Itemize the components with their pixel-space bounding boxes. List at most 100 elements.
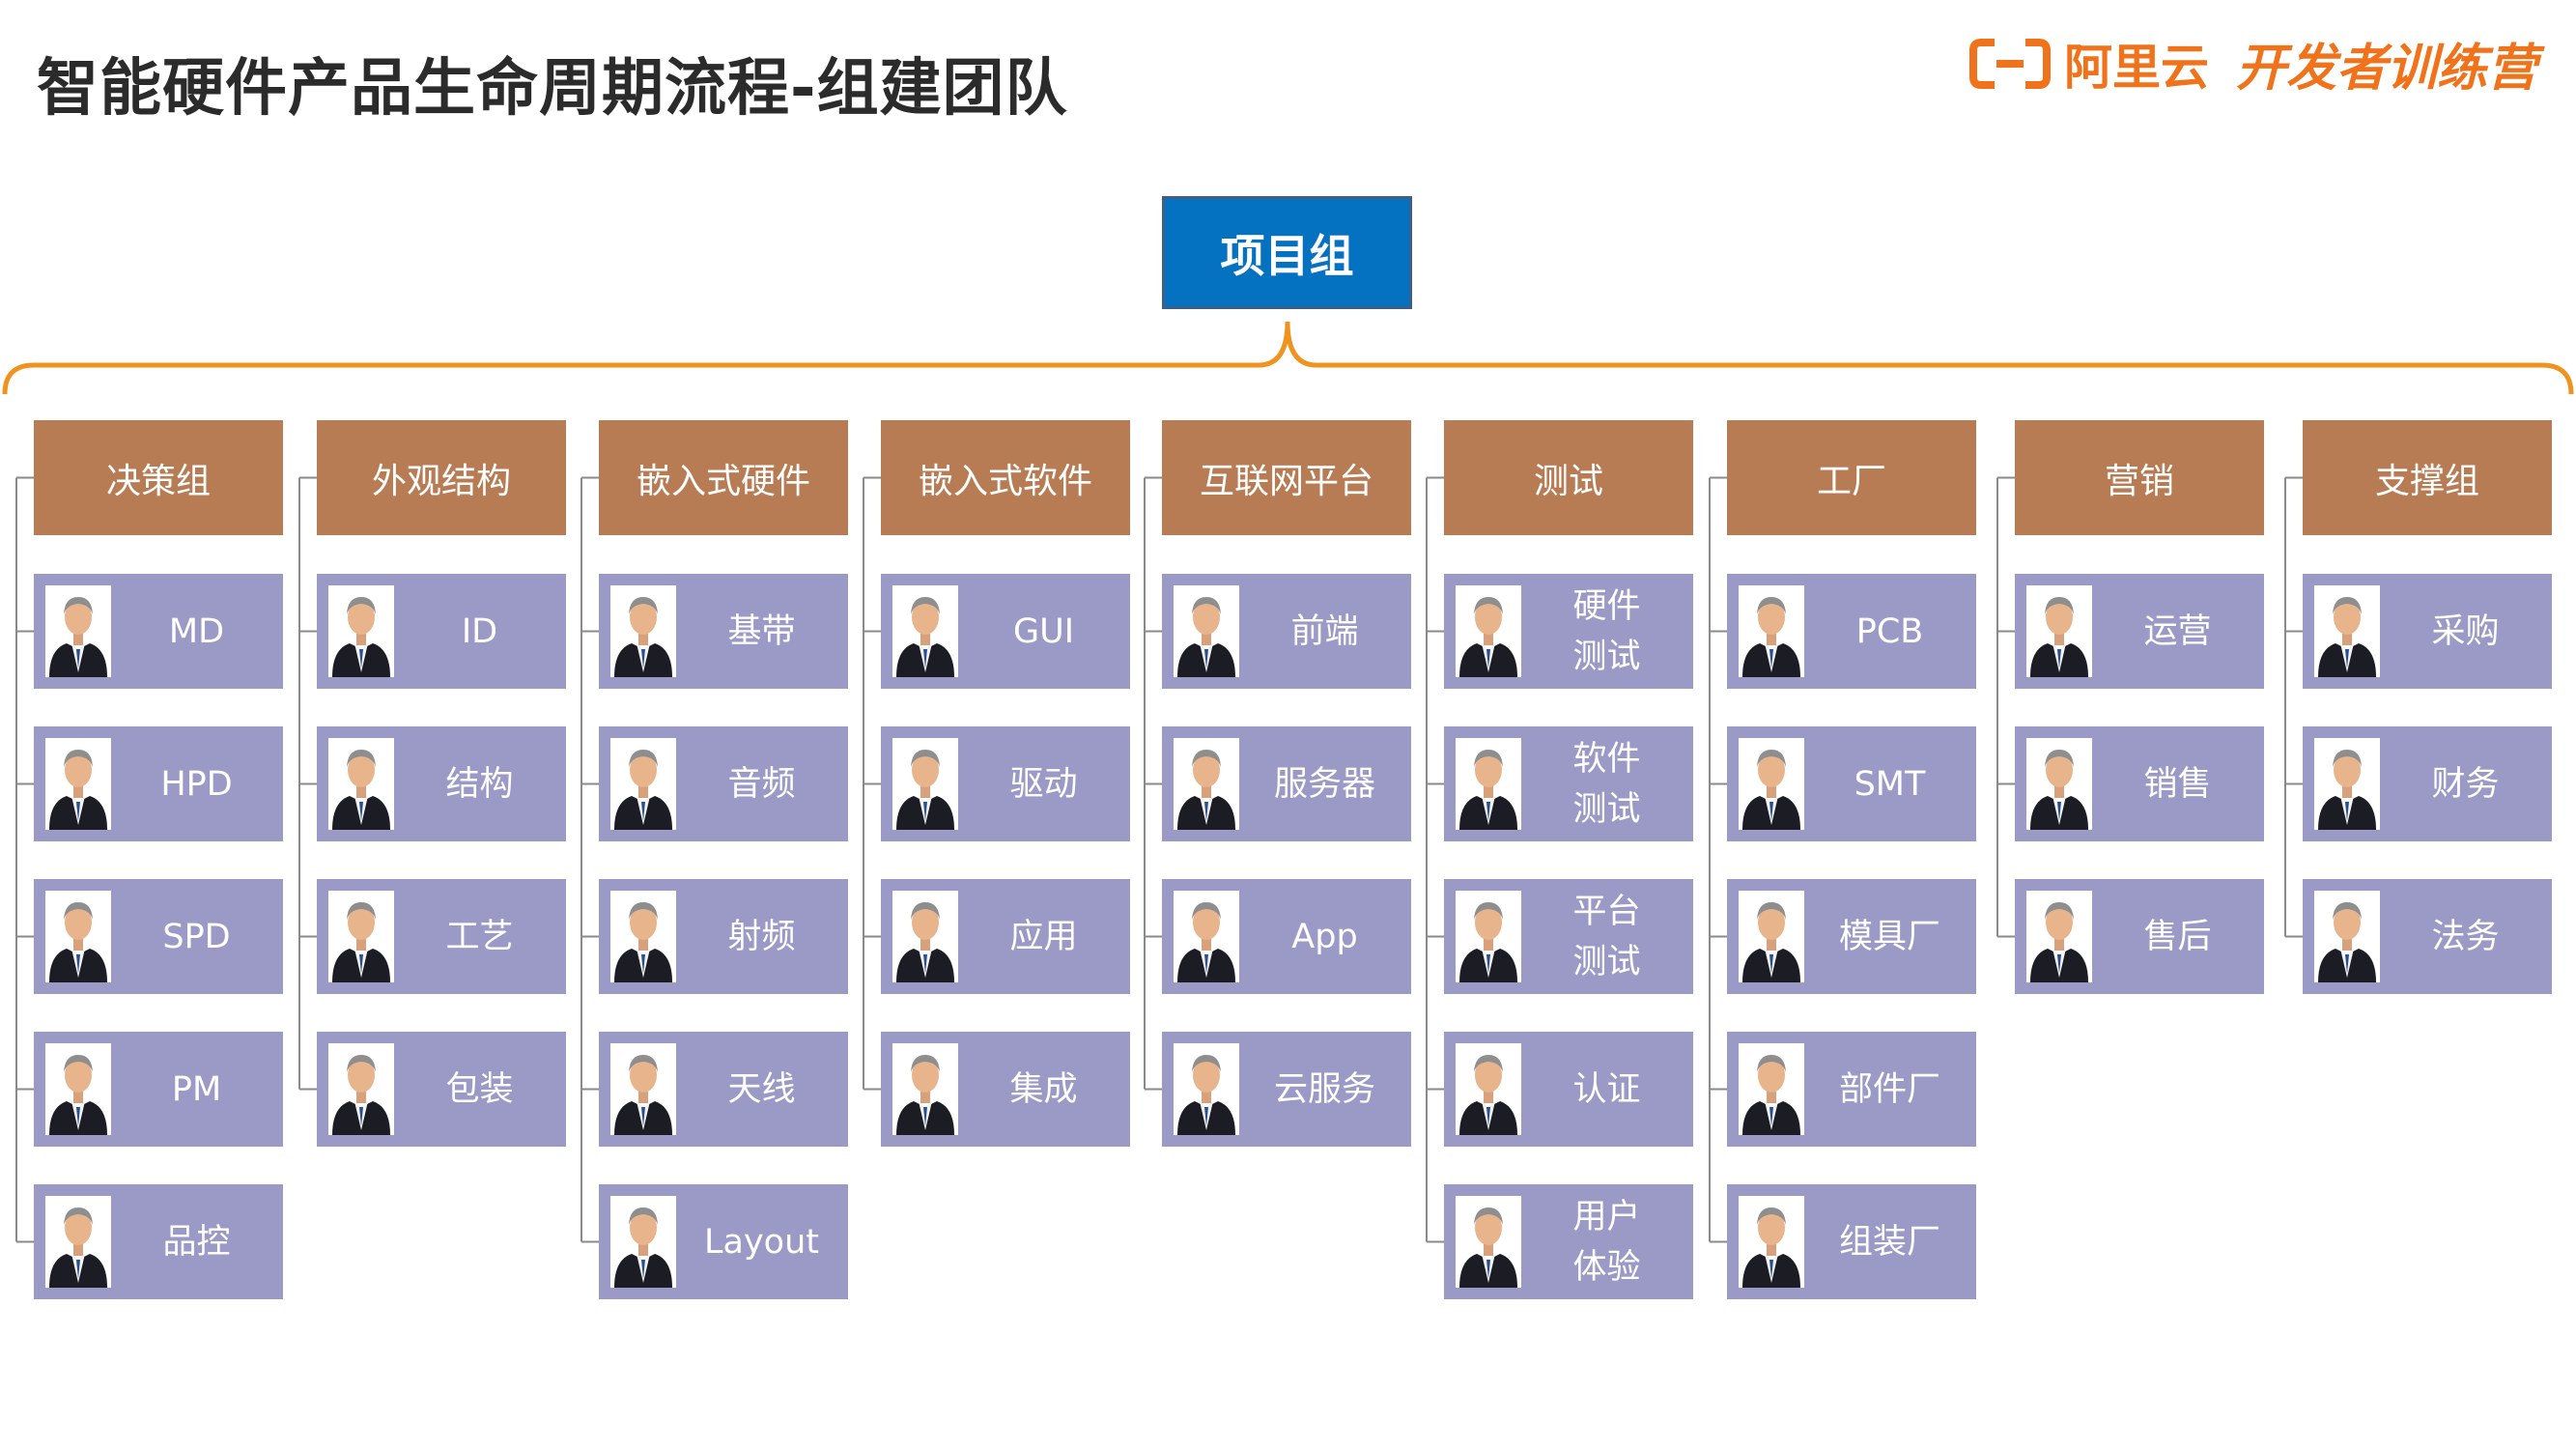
- member-label: 驱动: [1009, 764, 1078, 804]
- person-avatar-icon: [328, 1043, 394, 1135]
- member-label: 部件厂: [1838, 1069, 1940, 1109]
- member-box: MD: [34, 574, 283, 689]
- person-avatar-icon: [1174, 891, 1239, 982]
- person-avatar-icon: [1456, 585, 1521, 677]
- member-label: ID: [461, 611, 498, 651]
- member-label: 应用: [1009, 917, 1078, 956]
- department-box: 互联网平台: [1162, 420, 1411, 535]
- person-avatar-icon: [892, 585, 958, 677]
- person-avatar-icon: [610, 738, 676, 830]
- member-box: 销售: [2015, 726, 2264, 841]
- person-avatar-icon: [892, 738, 958, 830]
- member-label: Layout: [704, 1222, 819, 1262]
- person-avatar-icon: [610, 1196, 676, 1288]
- department-box: 决策组: [34, 420, 283, 535]
- member-label: MD: [168, 611, 225, 651]
- member-label: 集成: [1009, 1069, 1078, 1109]
- member-label: 采购: [2431, 611, 2500, 651]
- brand-logo: 阿里云 开发者训练营: [1968, 27, 2537, 99]
- department-box: 测试: [1444, 420, 1693, 535]
- member-label: App: [1291, 917, 1358, 956]
- member-label: 服务器: [1273, 764, 1375, 804]
- member-label: PCB: [1855, 611, 1924, 651]
- member-box: 音频: [599, 726, 848, 841]
- department-box: 外观结构: [317, 420, 566, 535]
- member-box: 采购: [2303, 574, 2552, 689]
- member-box: 品控: [34, 1184, 283, 1299]
- member-label: 组装厂: [1838, 1222, 1940, 1262]
- member-box: 服务器: [1162, 726, 1411, 841]
- person-avatar-icon: [45, 1043, 111, 1135]
- person-avatar-icon: [2026, 891, 2092, 982]
- root-node-project-group: 项目组: [1162, 196, 1412, 309]
- member-label: SPD: [162, 917, 231, 956]
- member-label: 售后: [2143, 917, 2212, 956]
- member-box: 运营: [2015, 574, 2264, 689]
- member-label: 天线: [727, 1069, 796, 1109]
- member-box: PCB: [1727, 574, 1976, 689]
- member-box: ID: [317, 574, 566, 689]
- member-box: SPD: [34, 879, 283, 994]
- person-avatar-icon: [2026, 585, 2092, 677]
- page-title: 智能硬件产品生命周期流程-组建团队: [37, 53, 1068, 125]
- member-label: 品控: [162, 1222, 231, 1262]
- member-label: 硬件 测试: [1572, 586, 1641, 676]
- member-label: 财务: [2431, 764, 2500, 804]
- member-box: 结构: [317, 726, 566, 841]
- member-box: 模具厂: [1727, 879, 1976, 994]
- member-box: App: [1162, 879, 1411, 994]
- member-label: PM: [171, 1069, 222, 1109]
- member-box: 前端: [1162, 574, 1411, 689]
- department-box: 工厂: [1727, 420, 1976, 535]
- member-box: 组装厂: [1727, 1184, 1976, 1299]
- member-box: 部件厂: [1727, 1032, 1976, 1147]
- member-label: 法务: [2431, 917, 2500, 956]
- person-avatar-icon: [2314, 738, 2380, 830]
- person-avatar-icon: [45, 585, 111, 677]
- person-avatar-icon: [1174, 1043, 1239, 1135]
- person-avatar-icon: [1456, 1043, 1521, 1135]
- person-avatar-icon: [328, 738, 394, 830]
- person-avatar-icon: [1739, 585, 1804, 677]
- person-avatar-icon: [45, 1196, 111, 1288]
- member-box: Layout: [599, 1184, 848, 1299]
- member-box: 认证: [1444, 1032, 1693, 1147]
- member-box: 软件 测试: [1444, 726, 1693, 841]
- member-label: 前端: [1290, 611, 1359, 651]
- member-label: 音频: [727, 764, 796, 804]
- person-avatar-icon: [1456, 891, 1521, 982]
- member-label: 认证: [1572, 1069, 1641, 1109]
- department-box: 嵌入式硬件: [599, 420, 848, 535]
- member-label: 软件 测试: [1572, 739, 1641, 829]
- member-label: 用户 体验: [1572, 1197, 1641, 1287]
- member-box: HPD: [34, 726, 283, 841]
- brand-name: 阿里云: [2063, 39, 2209, 96]
- person-avatar-icon: [328, 891, 394, 982]
- person-avatar-icon: [1739, 891, 1804, 982]
- member-label: 射频: [727, 917, 796, 956]
- person-avatar-icon: [1456, 1196, 1521, 1288]
- person-avatar-icon: [1739, 1043, 1804, 1135]
- member-label: 云服务: [1273, 1069, 1375, 1109]
- person-avatar-icon: [45, 738, 111, 830]
- member-box: 包装: [317, 1032, 566, 1147]
- department-box: 支撑组: [2303, 420, 2552, 535]
- person-avatar-icon: [610, 585, 676, 677]
- member-box: GUI: [881, 574, 1130, 689]
- member-box: 财务: [2303, 726, 2552, 841]
- person-avatar-icon: [2314, 891, 2380, 982]
- member-box: 应用: [881, 879, 1130, 994]
- member-box: 售后: [2015, 879, 2264, 994]
- member-box: 法务: [2303, 879, 2552, 994]
- department-box: 营销: [2015, 420, 2264, 535]
- person-avatar-icon: [610, 891, 676, 982]
- member-label: 模具厂: [1838, 917, 1940, 956]
- member-box: 基带: [599, 574, 848, 689]
- member-label: HPD: [160, 764, 233, 804]
- member-box: 天线: [599, 1032, 848, 1147]
- member-box: 集成: [881, 1032, 1130, 1147]
- member-label: 工艺: [445, 917, 514, 956]
- person-avatar-icon: [1456, 738, 1521, 830]
- aliyun-logo-icon: [1968, 38, 2051, 89]
